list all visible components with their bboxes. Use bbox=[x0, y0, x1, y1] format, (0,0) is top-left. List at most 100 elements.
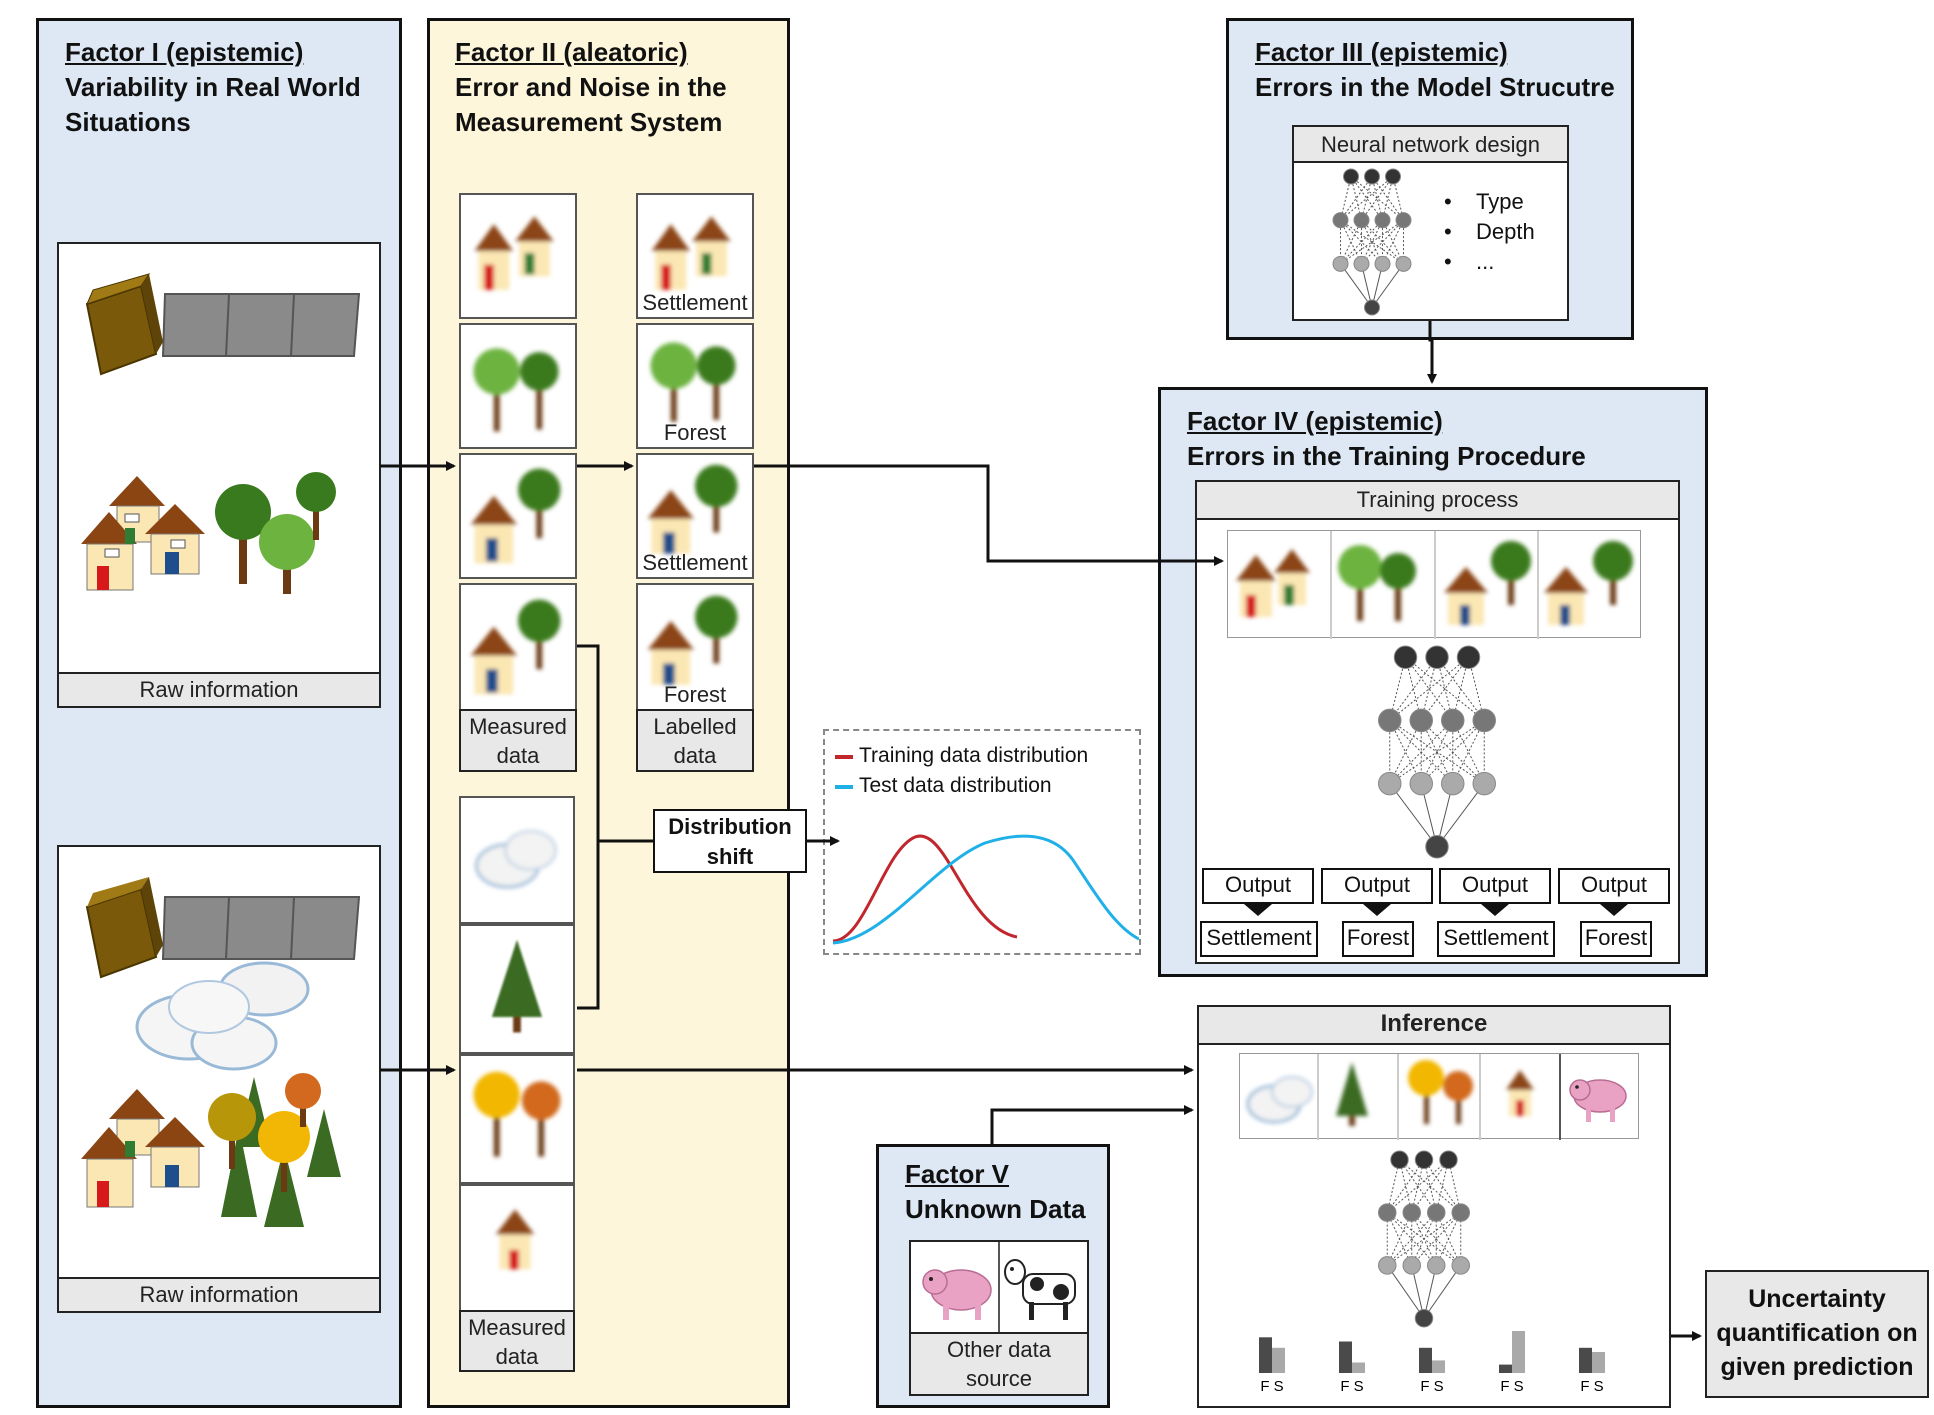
labelled-tile-settlement-1: Settlement bbox=[636, 193, 754, 319]
nn-edge bbox=[1389, 720, 1485, 784]
nn-edge bbox=[1340, 219, 1404, 265]
training-images-icon bbox=[1236, 531, 1633, 639]
nn-edge bbox=[1436, 656, 1485, 721]
training-process-header: Training process bbox=[1197, 482, 1678, 520]
bar-group-label: F S bbox=[1500, 1378, 1523, 1395]
labelled-tile-settlement-2: Settlement bbox=[636, 453, 754, 579]
output-box-1: Output bbox=[1202, 868, 1314, 904]
inference-header: Inference bbox=[1199, 1007, 1669, 1045]
labelled-label-l2: data bbox=[673, 743, 717, 768]
bullet-type: •Type bbox=[1444, 189, 1524, 214]
house-tree-icon bbox=[470, 468, 561, 564]
nn-edge bbox=[1361, 219, 1383, 265]
nn-node bbox=[1353, 255, 1370, 272]
labelled-tile-forest-1: Forest bbox=[636, 323, 754, 449]
nn-node bbox=[1374, 255, 1391, 272]
nn-node bbox=[1395, 212, 1412, 229]
nn-edge bbox=[1420, 657, 1438, 721]
cloud-icon bbox=[475, 830, 557, 889]
factor1-line2: Situations bbox=[65, 107, 191, 137]
nn-edge bbox=[1420, 656, 1469, 721]
house-tree-icon bbox=[647, 595, 738, 685]
nn-node bbox=[1456, 645, 1481, 669]
nn-node bbox=[1439, 1150, 1458, 1169]
labelled-tile-forest-2: Forest bbox=[636, 583, 754, 711]
nn-design-header: Neural network design bbox=[1294, 127, 1567, 163]
nn-design-network-icon bbox=[1332, 168, 1412, 316]
labelled-label: Labelled data bbox=[636, 709, 754, 772]
factor5-heading: Factor V bbox=[905, 1159, 1010, 1189]
nn-edge bbox=[1340, 263, 1373, 308]
nn-edge bbox=[1386, 1159, 1425, 1213]
trees-icon bbox=[650, 342, 736, 422]
nn-edge bbox=[1340, 176, 1373, 221]
factor2-heading: Factor II (aleatoric) bbox=[455, 37, 688, 67]
nn-edge bbox=[1468, 657, 1485, 721]
bar-group-label: F S bbox=[1580, 1378, 1603, 1395]
tile-label-settlement: Settlement bbox=[642, 290, 748, 315]
inference-title: Inference bbox=[1380, 1010, 1488, 1037]
nn-node bbox=[1441, 771, 1465, 796]
trees-icon bbox=[473, 348, 559, 432]
uq-l1: Uncertainty bbox=[1748, 1285, 1886, 1313]
distribution-chart: Training data distribution Test data dis… bbox=[823, 729, 1141, 955]
nn-edge bbox=[1452, 657, 1469, 721]
measured-bottom-label-l1: Measured bbox=[468, 1315, 566, 1340]
bar-forest bbox=[1259, 1337, 1272, 1373]
raw-info-top-label-bar: Raw information bbox=[59, 672, 379, 706]
satellite-scene-icon bbox=[81, 273, 361, 594]
house-tree-icon bbox=[470, 599, 561, 695]
training-process-box: Training process bbox=[1195, 480, 1680, 964]
raw-info-bottom-label-bar: Raw information bbox=[59, 1277, 379, 1311]
raw-info-top-box: Raw information bbox=[57, 242, 381, 708]
measured-bottom-label-l2: data bbox=[495, 1344, 539, 1369]
nn-node bbox=[1427, 1256, 1446, 1275]
satellite-cloudy-scene-icon bbox=[81, 877, 361, 1227]
arrow-labelled-to-training bbox=[754, 464, 1224, 566]
bullet-etc: •... bbox=[1444, 249, 1495, 274]
legend-test-label: Test data distribution bbox=[859, 774, 1052, 797]
arrow-factor5-to-inference bbox=[990, 1105, 1194, 1144]
measured-top-label: Measured data bbox=[459, 709, 577, 772]
nn-edge bbox=[1405, 656, 1454, 721]
nn-node bbox=[1364, 299, 1380, 316]
nn-node bbox=[1378, 1256, 1397, 1275]
output-box-3: Output bbox=[1439, 868, 1551, 904]
nn-node bbox=[1378, 771, 1402, 796]
output-class-2: Forest bbox=[1342, 921, 1414, 957]
nn-node bbox=[1409, 708, 1433, 733]
measured-top-label-l1: Measured bbox=[469, 714, 567, 739]
inference-image-strip bbox=[1239, 1053, 1639, 1140]
bar-group-label: F S bbox=[1420, 1378, 1443, 1395]
inference-network-icon bbox=[1378, 1150, 1470, 1328]
test-distribution-curve bbox=[832, 834, 1140, 945]
nn-edge bbox=[1340, 176, 1394, 221]
factor3-line1: Errors in the Model Strucutre bbox=[1255, 72, 1615, 102]
nn-edge bbox=[1386, 1212, 1462, 1266]
nn-design-bullets: •Type •Depth •... bbox=[1444, 187, 1535, 277]
nn-node bbox=[1425, 645, 1449, 669]
houses-icon bbox=[474, 216, 554, 290]
uq-l2: quantification on bbox=[1716, 1319, 1918, 1347]
nn-edge bbox=[1386, 1159, 1449, 1213]
house-icon bbox=[495, 1209, 535, 1270]
nn-edge bbox=[1389, 656, 1469, 721]
nn-node bbox=[1393, 645, 1418, 669]
factor1-heading: Factor I (epistemic) bbox=[65, 37, 304, 67]
nn-node bbox=[1451, 1203, 1470, 1222]
bar-settlement bbox=[1592, 1352, 1605, 1373]
nn-design-box: Neural network design •Type •Depth •... bbox=[1292, 125, 1569, 321]
distribution-shift-bracket bbox=[577, 644, 600, 1010]
conifer-tree-icon bbox=[491, 939, 543, 1033]
factor2-line1: Error and Noise in the bbox=[455, 72, 727, 102]
nn-edge bbox=[1423, 1159, 1462, 1213]
uncertainty-quantification-box: Uncertainty quantification on given pred… bbox=[1705, 1270, 1929, 1398]
training-image-strip bbox=[1227, 530, 1641, 639]
nn-edge bbox=[1405, 657, 1422, 721]
nn-edge bbox=[1371, 263, 1404, 308]
factor4-line1: Errors in the Training Procedure bbox=[1187, 441, 1586, 471]
output-class-3: Settlement bbox=[1437, 921, 1555, 957]
nn-edge bbox=[1350, 176, 1383, 221]
